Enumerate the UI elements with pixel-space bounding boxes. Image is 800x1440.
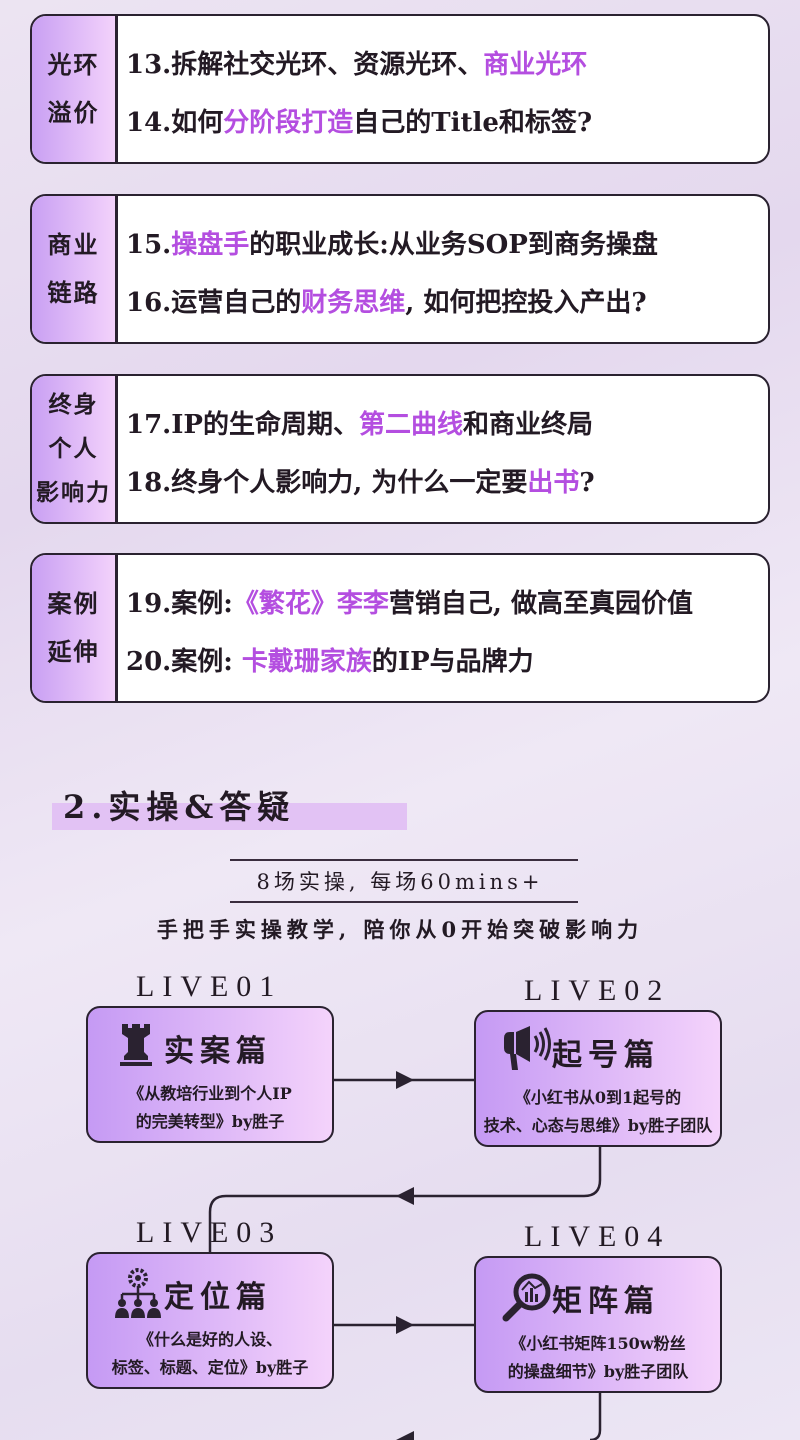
module-topic: 15.操盘手的职业成长:从业务SOP到商务操盘 [126,224,658,261]
section-subtitle: 8场实操, 每场60mins+ [256,870,544,894]
module-topic: 14.如何分阶段打造自己的Title和标签? [126,102,592,139]
arrow-right-icon [396,1071,414,1089]
chess-rook-icon [114,1022,158,1066]
live-number: LIVE02 [524,974,671,1007]
topic-text: 13.拆解社交光环、资源光环、 [126,50,484,80]
live-number: LIVE03 [136,1216,283,1249]
arrow-left-icon [396,1187,414,1205]
live-title: 矩阵篇 [552,1284,660,1319]
live-description: 技术、心态与思维》by胜子团队 [483,1116,713,1135]
live-session-card: 定位篇 《什么是好的人设、 标签、标题、定位》by胜子 [86,1252,334,1389]
live-title: 起号篇 [552,1038,660,1073]
divider [230,901,578,903]
topic-highlight: 卡戴珊家族 [241,647,372,677]
topic-text: 的职业成长:从业务SOP到商务操盘 [249,230,658,260]
topic-text: 19.案例: [126,589,233,619]
module-label: 商业链路 [32,196,118,342]
module-topic: 19.案例:《繁花》李李营销自己, 做高至真园价值 [126,583,693,620]
topic-highlight: 商业光环 [483,50,588,80]
topic-text: 和商业终局 [462,410,593,440]
arrow-right-icon [396,1316,414,1334]
topic-highlight: 第二曲线 [358,410,463,440]
module-topic: 18.终身个人影响力, 为什么一定要出书? [126,462,595,499]
live-description: 《小红书从0到1起号的 [514,1088,682,1107]
topic-highlight: 出书 [527,468,580,498]
live-description: 《小红书矩阵150w粉丝 [510,1334,686,1353]
module-label: 案例延伸 [32,555,118,701]
topic-highlight: 分阶段打造 [223,108,354,138]
module-label-text: 案例 [47,589,100,618]
live-description: 标签、标题、定位》by胜子 [111,1358,309,1377]
module-label: 终身个人影响力 [32,376,118,522]
module-label-text: 影响力 [36,479,111,506]
topic-text: 16.运营自己的 [126,288,302,318]
module-label-text: 延伸 [47,637,100,666]
module-label: 光环溢价 [32,16,118,162]
live-number: LIVE01 [136,970,283,1003]
megaphone-icon [502,1026,551,1070]
topic-text: 自己的Title和标签? [353,108,593,138]
topic-text: 营销自己, 做高至真园价值 [388,589,693,619]
live-description: 《什么是好的人设、 [137,1330,282,1349]
topic-highlight: 财务思维 [301,288,406,318]
module-label-text: 个人 [48,435,99,462]
topic-text: 17.IP的生命周期、 [126,410,359,440]
topic-text: 15. [126,230,172,260]
section-tagline: 手把手实操教学, 陪你从0开始突破影响力 [156,917,644,942]
topic-text: 20.案例: [126,647,242,677]
module-topic: 16.运营自己的财务思维, 如何把控投入产出? [126,282,647,319]
topic-text: , 如何把控投入产出? [405,288,647,318]
org-chart-icon [114,1268,161,1318]
module-label-text: 终身 [48,391,99,418]
arrow-left-icon [396,1431,414,1440]
topic-text: 14.如何 [126,108,224,138]
topic-highlight: 《繁花》李李 [232,589,389,619]
module-label-text: 溢价 [47,98,100,127]
topic-highlight: 操盘手 [171,230,250,260]
live-title: 定位篇 [164,1280,272,1315]
module-label-text: 链路 [47,278,100,307]
live-description: 《从教培行业到个人IP [128,1084,292,1103]
topic-text: 18.终身个人影响力, 为什么一定要 [126,468,528,498]
divider [230,859,578,861]
module-topic: 13.拆解社交光环、资源光环、商业光环 [126,44,587,81]
live-session-card: 实案篇 《从教培行业到个人IP 的完美转型》by胜子 [86,1006,334,1143]
topic-text: 的IP与品牌力 [371,647,534,677]
live-description: 的操盘细节》by胜子团队 [507,1362,689,1381]
live-title: 实案篇 [164,1034,272,1069]
module-topic: 17.IP的生命周期、第二曲线和商业终局 [126,404,593,441]
module-label-text: 光环 [47,50,100,79]
live-session-card: 矩阵篇 《小红书矩阵150w粉丝 的操盘细节》by胜子团队 [474,1256,722,1393]
module-label-text: 商业 [47,230,100,259]
live-description: 的完美转型》by胜子 [135,1112,285,1131]
live-session-card: 起号篇 《小红书从0到1起号的 技术、心态与思维》by胜子团队 [474,1010,722,1147]
section-title-underline [52,803,407,830]
magnifier-chart-icon [502,1272,551,1322]
module-topic: 20.案例: 卡戴珊家族的IP与品牌力 [126,641,534,678]
live-number: LIVE04 [524,1220,671,1253]
section-title: 2.实操&答疑 [63,788,296,826]
topic-text: ? [579,468,595,498]
